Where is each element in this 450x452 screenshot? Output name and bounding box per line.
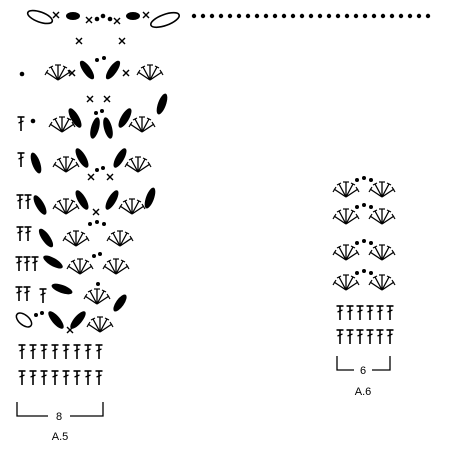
a6-stitch-count: 6: [360, 365, 366, 377]
a5-row-9: [15, 311, 114, 334]
a5-chart-label: A.5: [52, 431, 69, 443]
a5-dc-rows: [17, 344, 104, 386]
chain-dot-row: [191, 13, 431, 19]
diagram-a6: 6 A.6: [332, 176, 396, 398]
a6-fan-rows: [332, 176, 396, 291]
a6-repeat-bracket: [336, 356, 391, 371]
a5-stitch-count: 8: [56, 411, 62, 423]
a5-row-top: [26, 9, 431, 45]
a5-row-7: [14, 252, 130, 275]
a5-row-5: [15, 187, 156, 216]
diagram-a5: 8 A.5: [14, 9, 431, 443]
a5-row-3: [16, 93, 168, 139]
a6-dc-rows: [335, 305, 395, 345]
a5-row-2: [19, 56, 164, 81]
a5-row-8: [14, 282, 127, 312]
a5-row-6: [15, 220, 134, 248]
a5-row-4: [16, 148, 152, 181]
a6-chart-label: A.6: [355, 386, 372, 398]
a5-repeat-bracket: [16, 402, 104, 417]
